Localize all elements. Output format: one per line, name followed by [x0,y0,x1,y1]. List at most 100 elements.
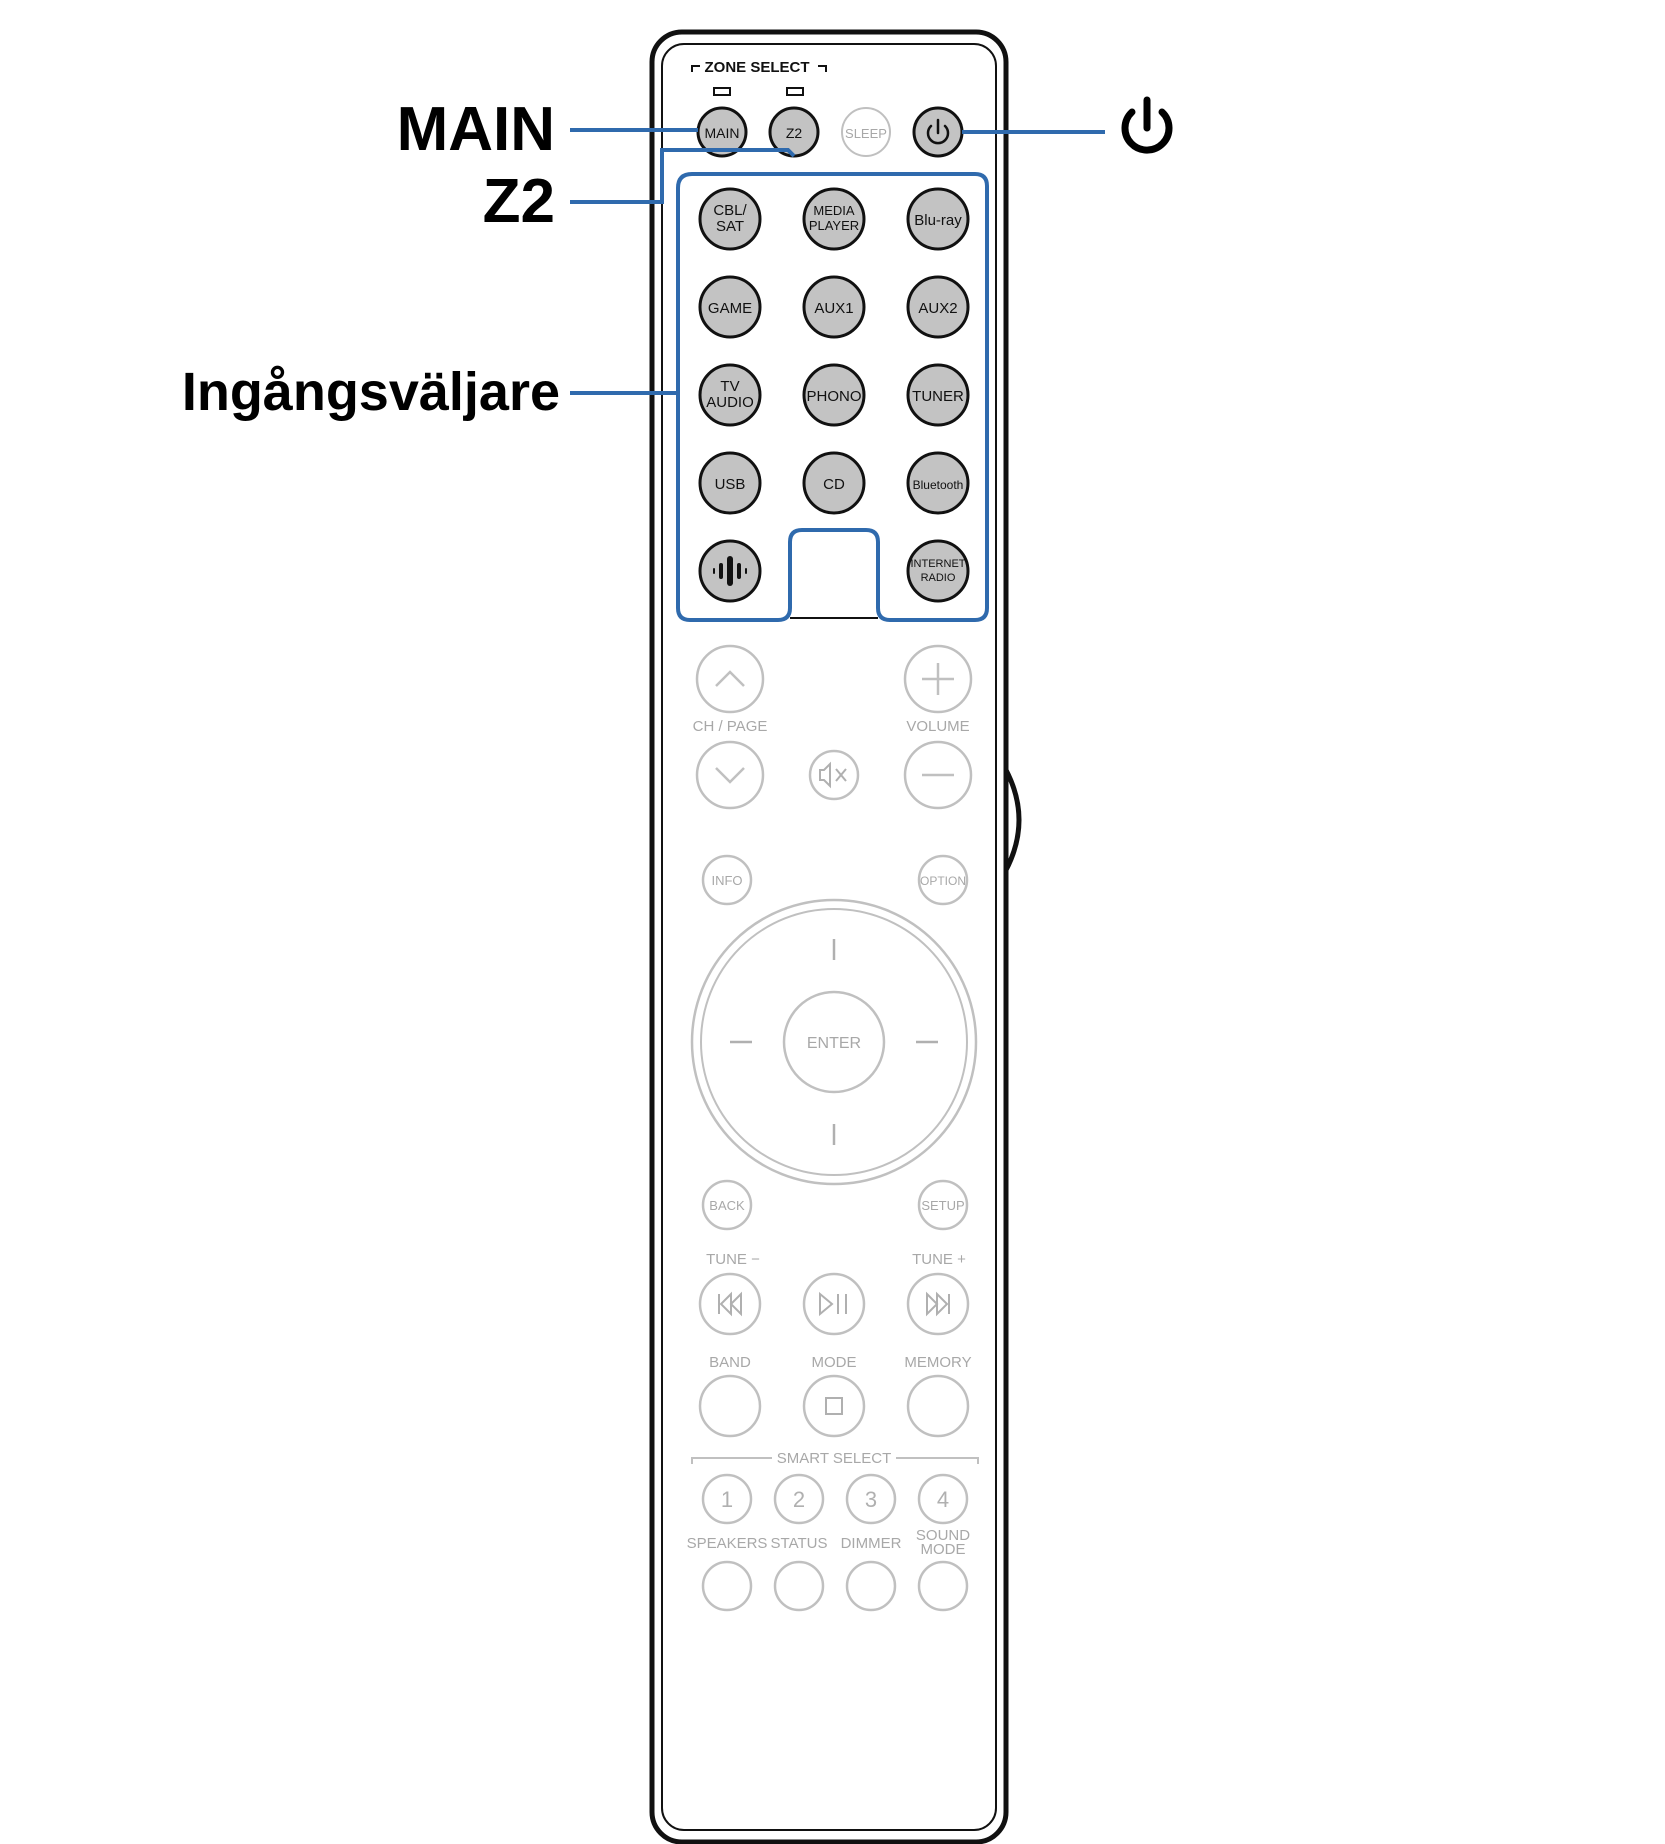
power-callout-icon [1121,96,1173,154]
main-callout-label: MAIN [397,95,555,164]
mode-button[interactable] [802,1374,866,1438]
status-label: STATUS [771,1535,828,1552]
play-pause-icon [819,1291,847,1317]
sound-mode-label-line1: SOUND [916,1527,970,1544]
plus-icon [922,663,954,695]
svg-text:MAIN: MAIN [705,125,740,141]
sound-mode-button[interactable] [917,1560,969,1612]
svg-text:2: 2 [793,1487,805,1512]
skip-back-icon [718,1291,742,1317]
status-button[interactable] [773,1560,825,1612]
smart-select-4-button[interactable]: 4 [917,1473,969,1525]
volume-down-button[interactable] [903,740,973,810]
bluetooth-button[interactable]: Bluetooth [906,451,970,515]
internet-radio-button[interactable]: INTERNET RADIO [906,539,970,603]
tune-minus-label: TUNE − [706,1251,760,1268]
tune-plus-label: TUNE + [912,1251,966,1268]
memory-label: MEMORY [904,1354,971,1371]
svg-text:4: 4 [937,1487,949,1512]
cbl-sat-button[interactable]: CBL/ SAT [698,187,762,251]
svg-text:Bluetooth: Bluetooth [913,478,964,492]
play-pause-button[interactable] [802,1272,866,1336]
ch-up-button[interactable] [695,644,765,714]
smart-select-label: SMART SELECT [777,1450,891,1467]
main-indicator-led [713,87,731,96]
dimmer-label: DIMMER [841,1535,902,1552]
svg-text:ENTER: ENTER [807,1035,861,1052]
bluray-button[interactable]: Blu-ray [906,187,970,251]
back-button[interactable]: BACK [701,1179,753,1231]
mute-icon [819,761,847,789]
ch-down-button[interactable] [695,740,765,810]
svg-text:AUX2: AUX2 [918,300,957,317]
callout-lines [570,128,1105,395]
smart-select-1-button[interactable]: 1 [701,1473,753,1525]
svg-text:USB: USB [715,476,746,493]
zone-select-label: ZONE SELECT [704,59,809,76]
svg-text:AUDIO: AUDIO [706,394,754,411]
mode-label: MODE [812,1354,857,1371]
smart-select-header: SMART SELECT [691,1450,979,1467]
heos-button[interactable] [698,539,762,603]
z2-leader-line [570,148,796,204]
power-icon [926,118,950,145]
ch-page-label: CH / PAGE [693,718,768,735]
media-player-button[interactable]: MEDIA PLAYER [802,187,866,251]
dimmer-button[interactable] [845,1560,897,1612]
z2-indicator-led [786,87,804,96]
svg-text:OPTION: OPTION [920,874,966,888]
input-selector-callout-label: Ingångsväljare [182,362,560,422]
svg-text:PHONO: PHONO [806,388,861,405]
svg-text:3: 3 [865,1487,877,1512]
smart-select-3-button[interactable]: 3 [845,1473,897,1525]
input-selector-highlight [676,172,989,622]
sound-mode-label-line2: MODE [921,1541,966,1558]
svg-text:SETUP: SETUP [921,1198,964,1213]
volume-up-button[interactable] [903,644,973,714]
mute-button[interactable] [808,749,860,801]
next-button[interactable] [906,1272,970,1336]
svg-text:Blu-ray: Blu-ray [914,212,962,229]
enter-button[interactable]: ENTER [782,990,886,1094]
setup-button[interactable]: SETUP [917,1179,969,1231]
z2-button[interactable]: Z2 [768,106,820,158]
main-button[interactable]: MAIN [696,106,748,158]
svg-text:INTERNET: INTERNET [911,558,966,570]
band-label: BAND [709,1354,751,1371]
svg-text:CBL/: CBL/ [713,202,747,219]
svg-text:SAT: SAT [716,218,744,235]
speakers-button[interactable] [701,1560,753,1612]
game-button[interactable]: GAME [698,275,762,339]
svg-text:MEDIA: MEDIA [813,203,855,218]
svg-text:RADIO: RADIO [921,572,956,584]
svg-text:AUX1: AUX1 [814,300,853,317]
svg-text:Z2: Z2 [786,125,803,141]
svg-text:BACK: BACK [709,1198,745,1213]
option-button[interactable]: OPTION [917,854,969,906]
svg-text:PLAYER: PLAYER [809,218,859,233]
volume-label: VOLUME [906,718,969,735]
band-button[interactable] [698,1374,762,1438]
cd-button[interactable]: CD [802,451,866,515]
svg-text:GAME: GAME [708,300,752,317]
usb-button[interactable]: USB [698,451,762,515]
heos-icon [713,556,747,586]
svg-text:1: 1 [721,1487,733,1512]
tuner-button[interactable]: TUNER [906,363,970,427]
info-button[interactable]: INFO [701,854,753,906]
previous-button[interactable] [698,1272,762,1336]
smart-select-2-button[interactable]: 2 [773,1473,825,1525]
zone-select-header: ZONE SELECT [691,59,827,96]
memory-button[interactable] [906,1374,970,1438]
aux1-button[interactable]: AUX1 [802,275,866,339]
sleep-button[interactable]: SLEEP [841,107,891,157]
aux2-button[interactable]: AUX2 [906,275,970,339]
skip-forward-icon [926,1291,950,1317]
power-button[interactable] [912,106,964,158]
phono-button[interactable]: PHONO [802,363,866,427]
svg-text:TUNER: TUNER [912,388,964,405]
chevron-up-icon [715,670,745,687]
z2-callout-label: Z2 [483,167,555,236]
tv-audio-button[interactable]: TV AUDIO [698,363,762,427]
